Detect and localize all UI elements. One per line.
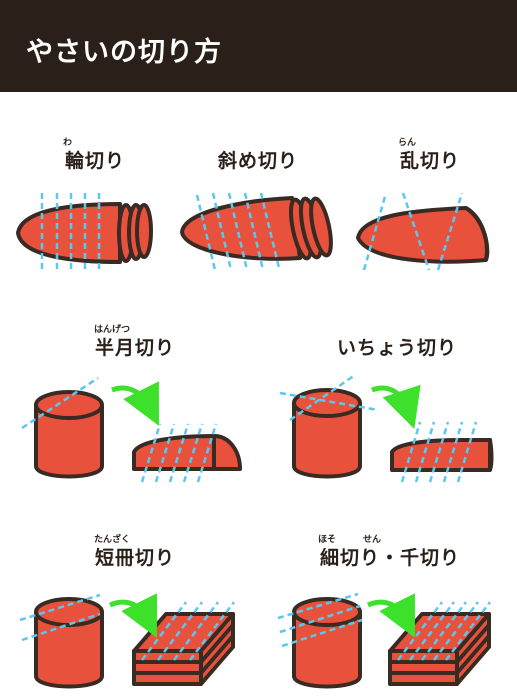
wagiri-cut-lines [40,193,101,270]
caption-wagiri: 輪切り [40,146,150,173]
caption-label: 半月切り [94,337,175,359]
ruby-rangiri: らん [398,138,417,148]
caption-label: 輪切り [64,150,125,172]
caption-tanzakugiri: 短冊切り [70,543,200,570]
caption-nanamegiri: 斜め切り [198,146,318,173]
ruby-hosogiri-sengiri: ほそ せん [318,535,382,545]
caption-hangetsugiri: 半月切り [70,333,200,360]
caption-label: 乱切り [399,150,460,172]
caption-label: 短冊切り [94,547,175,569]
ruby-hangetsugiri: はんげつ [94,325,131,335]
ruby-wagiri: わ [63,138,73,148]
rangiri-cut-lines [362,192,464,271]
ichougiri-illustration [292,388,494,479]
tanzakugiri-cut-lines [19,593,235,661]
page-header: やさいの切り方 [0,0,517,92]
nanamegiri-cut-lines [195,192,281,271]
ichougiri-arrow [371,384,421,429]
hangetsugiri-cut-lines [21,376,218,483]
ruby-tanzakugiri: たんざく [94,535,131,545]
tanzakugiri-arrow [108,593,157,638]
caption-rangiri: 乱切り [375,146,485,173]
wagiri-illustration [16,202,153,264]
hosogiri-arrow [366,593,415,638]
ichougiri-cut-lines [279,373,478,483]
hangetsugiri-arrow [111,381,159,426]
tanzakugiri-illustration [34,597,235,689]
hosogiri-illustration [292,597,491,689]
caption-label: 細切り・千切り [319,547,460,569]
page-title: やさいの切り方 [26,37,222,68]
caption-label: 斜め切り [217,150,298,172]
caption-ichougiri: いちょう切り [322,333,472,360]
hangetsugiri-illustration [34,390,242,479]
nanamegiri-illustration [180,196,333,261]
hosogiri-cut-lines [277,592,491,661]
caption-hosogiri-sengiri: 細切り・千切り [305,543,475,570]
caption-label: いちょう切り [336,337,457,359]
rangiri-illustration [356,206,490,264]
